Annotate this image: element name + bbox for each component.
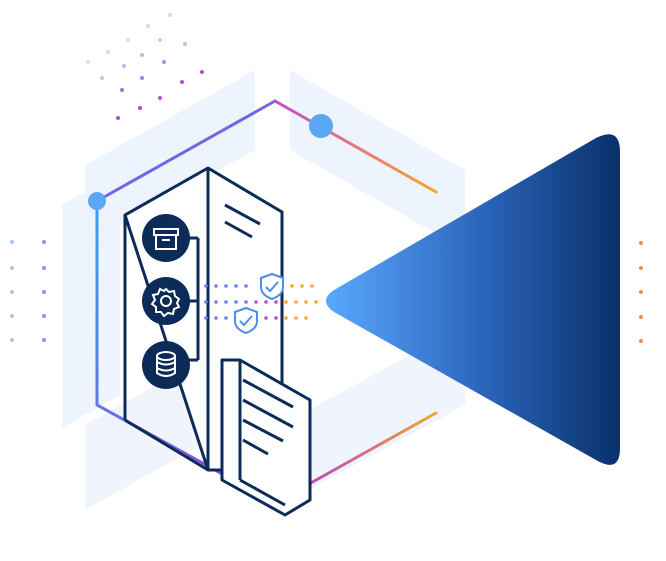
archive-box-icon bbox=[142, 214, 190, 262]
decorative-dots-left bbox=[10, 240, 46, 342]
decorative-dots-right bbox=[639, 241, 643, 343]
decorative-dots-top bbox=[86, 13, 204, 120]
hexagon-node-top bbox=[309, 114, 333, 138]
scan-beam bbox=[326, 134, 620, 465]
hexagon-node-left bbox=[88, 192, 106, 210]
data-flow-dots bbox=[204, 284, 318, 320]
icon-connectors bbox=[189, 236, 200, 362]
database-icon bbox=[142, 341, 190, 389]
shield-check-icon bbox=[260, 272, 284, 301]
gear-icon bbox=[142, 277, 190, 325]
shield-check-icon bbox=[234, 306, 258, 335]
